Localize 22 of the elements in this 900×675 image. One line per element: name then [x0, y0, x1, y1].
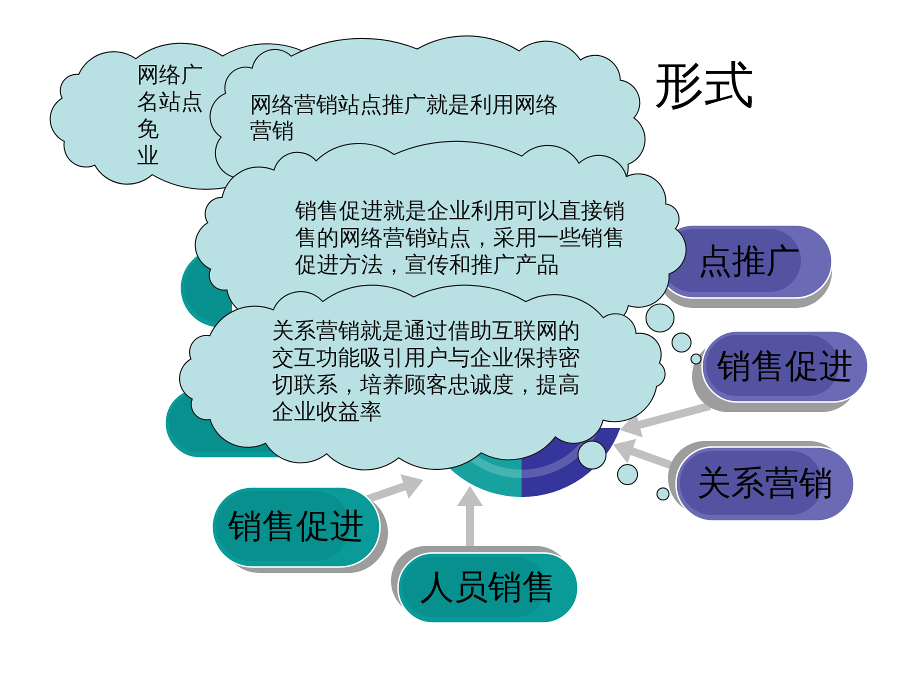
arrow — [613, 438, 672, 469]
cloud-text: 网络营销站点推广就是利用网络营销 — [250, 93, 559, 145]
arrow — [366, 474, 424, 503]
cloud-text: 关系营销就是通过借助互联网的交互功能吸引用户与企业保持密切联系，培养顾客忠诚度，提高企业收益率 — [272, 318, 581, 426]
cloud-text: 网络广 — [137, 62, 203, 89]
category-pill — [668, 441, 854, 521]
pill-label: 人员销售 — [420, 570, 556, 604]
category-pill — [212, 487, 388, 573]
cloud-text: 业 — [137, 143, 159, 170]
cloud-text: 名站点 — [137, 89, 203, 116]
pill-label: 销售促进 — [717, 348, 853, 383]
pill-label: 点推广 — [698, 244, 800, 278]
slide-title: 形式 — [654, 60, 754, 110]
thought-bubble-tail — [645, 303, 702, 365]
category-pill — [391, 546, 578, 623]
category-pill — [692, 331, 868, 412]
pill-label: 关系营销 — [697, 466, 833, 500]
arrow — [620, 402, 712, 438]
thought-bubble-tail — [577, 440, 670, 501]
cloud-text: 销售促进就是企业利用可以直接销售的网络营销站点，采用一些销售促进方法，宣传和推广产品 — [295, 198, 626, 279]
pill-label: 销售促进 — [228, 509, 364, 544]
cloud-text: 免 — [137, 116, 159, 143]
